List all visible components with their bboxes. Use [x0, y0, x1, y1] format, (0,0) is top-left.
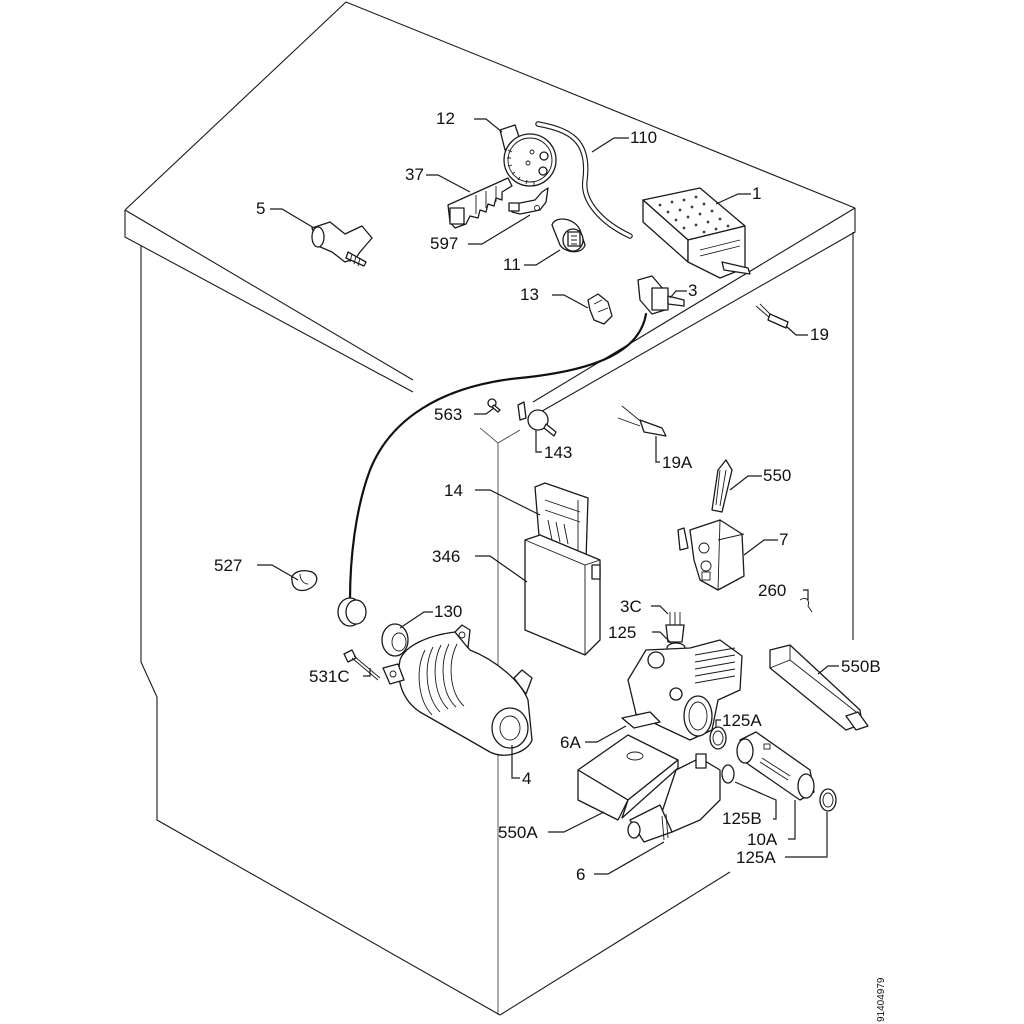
part-pump-housing[interactable]	[627, 639, 743, 741]
callout-550a: 550A	[498, 823, 538, 842]
callout-3: 3	[688, 281, 697, 300]
part-door-interlock[interactable]	[677, 519, 745, 591]
cabinet-outline	[124, 1, 856, 1016]
callout-1: 1	[752, 184, 761, 203]
part-clip-597[interactable]	[508, 187, 549, 215]
part-indicator-lamp-19a[interactable]	[617, 405, 667, 437]
callout-527: 527	[214, 556, 242, 575]
callout-5: 5	[256, 199, 265, 218]
part-indicator-lamp[interactable]	[755, 303, 789, 329]
callout-14: 14	[444, 481, 463, 500]
part-gasket-125b[interactable]	[721, 764, 735, 784]
cabinet-left-side	[140, 245, 501, 1016]
callout-125b: 125B	[722, 809, 762, 828]
callout-12: 12	[436, 109, 455, 128]
callout-550b: 550B	[841, 657, 881, 676]
callout-4: 4	[522, 769, 531, 788]
callout-143: 143	[544, 443, 572, 462]
part-gasket-125a-lower[interactable]	[819, 788, 837, 812]
callout-19a: 19A	[662, 453, 693, 472]
part-grommet[interactable]	[381, 623, 409, 657]
cabinet-top-edge-front-right-inner	[532, 207, 856, 403]
part-screw-531c[interactable]	[343, 649, 381, 681]
part-thermostat-sensor[interactable]	[665, 612, 685, 643]
programmer-grid	[658, 195, 730, 234]
cabinet-top-edge-front-left-inner	[124, 209, 414, 381]
callout-labels: 12 110 37 5 597 11 1 13 3 19 563 143 19A…	[214, 109, 881, 884]
switch-cable	[348, 312, 648, 602]
callout-19: 19	[810, 325, 829, 344]
callout-260: 260	[758, 581, 786, 600]
callout-6: 6	[576, 865, 585, 884]
part-capacitor[interactable]	[551, 218, 586, 253]
part-switch[interactable]	[637, 275, 685, 315]
part-gasket-125a-upper[interactable]	[709, 726, 727, 750]
callout-110: 110	[630, 128, 657, 147]
part-terminal-block[interactable]	[447, 177, 513, 229]
part-connector[interactable]	[587, 293, 613, 325]
callout-346: 346	[432, 547, 460, 566]
part-cable-holder[interactable]	[769, 644, 869, 731]
callout-130: 130	[434, 602, 462, 621]
callout-531c: 531C	[309, 667, 350, 686]
callout-11: 11	[503, 255, 521, 274]
callout-125a-upper: 125A	[722, 711, 762, 730]
part-screw-563[interactable]	[487, 398, 501, 413]
callout-563: 563	[434, 405, 462, 424]
part-pressure-switch[interactable]	[499, 124, 557, 187]
part-clip-527[interactable]	[291, 570, 318, 592]
callout-550: 550	[763, 466, 791, 485]
callout-3c: 3C	[620, 597, 642, 616]
callout-125a-lower: 125A	[736, 848, 776, 867]
cabinet-top-edge-front-right	[529, 208, 856, 419]
part-inlet-valve[interactable]	[311, 221, 373, 267]
cabinet-bottom-right	[499, 871, 731, 1016]
callout-125: 125	[608, 623, 636, 642]
part-board-housing[interactable]	[524, 534, 601, 656]
callout-37: 37	[405, 165, 424, 184]
part-pressure-hose[interactable]	[535, 121, 633, 239]
part-pipe-connector[interactable]	[736, 731, 815, 801]
leader-lines	[257, 118, 839, 875]
part-wiring-harness[interactable]	[711, 459, 733, 513]
cabinet-top-edge-back	[124, 1, 856, 211]
cabinet-top-edge-front-left	[124, 210, 414, 393]
part-programmer[interactable]	[642, 187, 751, 279]
callout-597: 597	[430, 234, 458, 253]
callout-10a: 10A	[747, 830, 778, 849]
part-spring[interactable]	[799, 597, 813, 613]
callout-13: 13	[520, 285, 539, 304]
callout-6a: 6A	[560, 733, 581, 752]
part-drain-pump[interactable]	[627, 753, 721, 843]
part-motor[interactable]	[382, 624, 533, 756]
part-switch-knob[interactable]	[517, 401, 557, 437]
document-number: 91404979	[876, 977, 887, 1022]
corner-bracket	[479, 427, 521, 444]
part-pump-cover[interactable]	[577, 734, 679, 821]
part-grommet-cable[interactable]	[337, 597, 367, 627]
part-pump-bracket[interactable]	[621, 711, 661, 729]
callout-7: 7	[779, 530, 788, 549]
